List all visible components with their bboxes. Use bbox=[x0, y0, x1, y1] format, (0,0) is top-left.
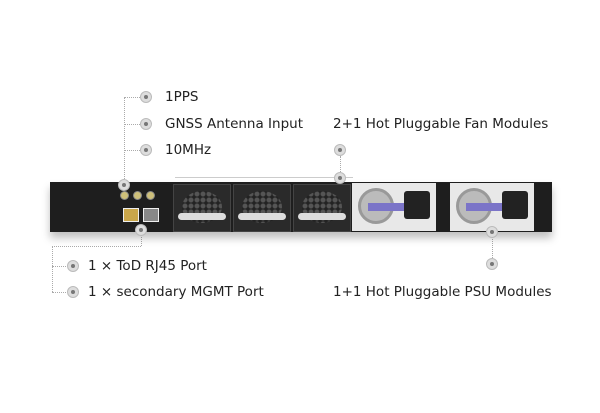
marker-icon bbox=[140, 91, 152, 103]
leader-line bbox=[340, 156, 341, 178]
marker-icon bbox=[118, 179, 130, 191]
psu-module bbox=[450, 183, 534, 231]
leader-line bbox=[492, 232, 493, 258]
mgmt-port bbox=[143, 208, 159, 222]
label-fan-modules: 2+1 Hot Pluggable Fan Modules bbox=[333, 116, 549, 132]
label-mgmt-port: 1 × secondary MGMT Port bbox=[88, 284, 264, 300]
label-gnss-antenna: GNSS Antenna Input bbox=[165, 116, 304, 132]
label-1pps: 1PPS bbox=[165, 89, 199, 105]
bnc-connector-10mhz bbox=[146, 191, 155, 200]
marker-icon bbox=[486, 258, 498, 270]
leader-line bbox=[124, 97, 140, 98]
leader-line bbox=[52, 246, 141, 247]
device-chassis bbox=[50, 182, 552, 232]
leader-line bbox=[141, 232, 142, 246]
bnc-connector-gnss bbox=[133, 191, 142, 200]
label-psu-modules: 1+1 Hot Pluggable PSU Modules bbox=[333, 284, 552, 300]
marker-icon bbox=[140, 118, 152, 130]
leader-line bbox=[124, 124, 140, 125]
marker-icon bbox=[67, 260, 79, 272]
marker-icon bbox=[67, 286, 79, 298]
label-10mhz: 10MHz bbox=[165, 142, 212, 158]
fan-bracket-line bbox=[175, 177, 353, 178]
label-tod-port: 1 × ToD RJ45 Port bbox=[88, 258, 207, 274]
leader-line bbox=[124, 150, 140, 151]
leader-line bbox=[52, 266, 66, 267]
marker-icon bbox=[486, 226, 498, 238]
leader-line bbox=[124, 97, 125, 185]
leader-line bbox=[52, 292, 66, 293]
fan-module bbox=[293, 184, 351, 232]
psu-module bbox=[352, 183, 436, 231]
bnc-connector-1pps bbox=[120, 191, 129, 200]
marker-icon bbox=[135, 224, 147, 236]
marker-icon bbox=[334, 144, 346, 156]
tod-rj45-port bbox=[123, 208, 139, 222]
marker-icon bbox=[140, 144, 152, 156]
leader-line bbox=[52, 246, 53, 292]
marker-icon bbox=[334, 172, 346, 184]
fan-module bbox=[173, 184, 231, 232]
fan-module bbox=[233, 184, 291, 232]
